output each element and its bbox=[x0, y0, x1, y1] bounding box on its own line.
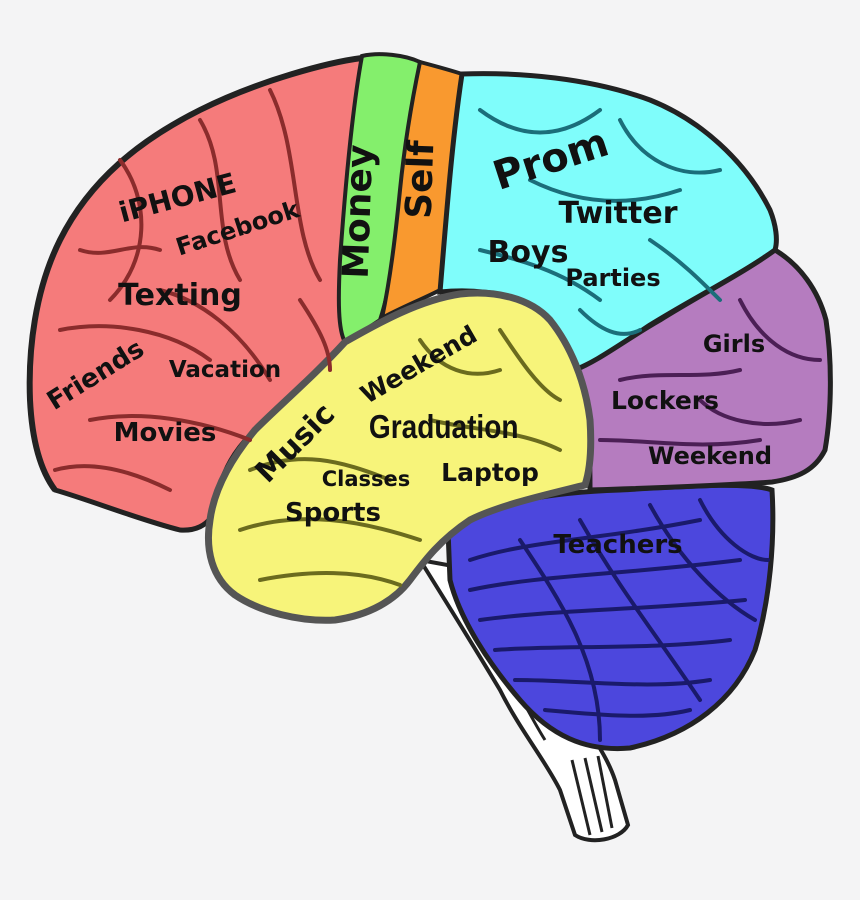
occipital-labels: Girls Lockers Weekend bbox=[611, 330, 772, 470]
occipital-gyri bbox=[598, 298, 822, 447]
label-weekend-occipital: Weekend bbox=[648, 442, 772, 470]
label-vacation: Vacation bbox=[169, 357, 281, 383]
label-teachers: Teachers bbox=[553, 530, 682, 560]
label-girls: Girls bbox=[703, 330, 765, 358]
label-laptop: Laptop bbox=[441, 458, 539, 487]
label-money: Money bbox=[336, 144, 382, 279]
brain-outline bbox=[26, 55, 363, 492]
frontal-gyri bbox=[53, 88, 332, 492]
label-graduation: Graduation bbox=[369, 409, 519, 446]
parietal-gyri bbox=[478, 108, 722, 336]
label-classes: Classes bbox=[322, 467, 411, 491]
occipital-region bbox=[571, 247, 833, 493]
label-twitter: Twitter bbox=[559, 196, 678, 231]
label-boys: Boys bbox=[488, 235, 569, 270]
label-lockers: Lockers bbox=[611, 386, 719, 415]
label-texting: Texting bbox=[118, 278, 242, 313]
temporal-gyri bbox=[238, 328, 562, 587]
temporal-region bbox=[204, 289, 595, 624]
label-sports: Sports bbox=[285, 498, 381, 528]
label-movies: Movies bbox=[114, 418, 217, 448]
cerebellum-folds bbox=[468, 498, 770, 742]
label-self: Self bbox=[399, 139, 443, 219]
label-parties: Parties bbox=[565, 264, 660, 292]
